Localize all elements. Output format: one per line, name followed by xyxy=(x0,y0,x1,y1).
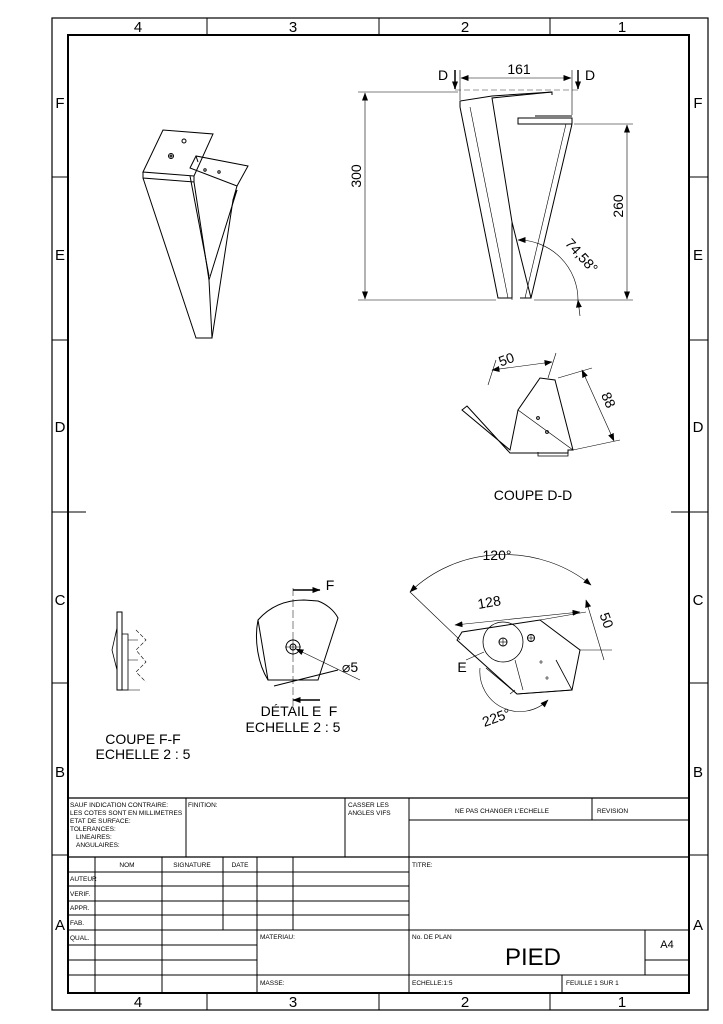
dim-angle-225: 225° xyxy=(480,705,513,730)
row-label-a-right: A xyxy=(693,917,703,934)
section-ff-labels: COUPE F-F ECHELLE 2 : 5 xyxy=(96,731,191,762)
mass-label: MASSE: xyxy=(260,980,285,987)
section-mark-f-top: F xyxy=(326,577,335,593)
dim-angle-120: 120° xyxy=(483,547,512,563)
row-label-c-right: C xyxy=(693,592,704,609)
note-line-3: ETAT DE SURFACE: xyxy=(70,818,131,825)
col-label-1-bottom: 1 xyxy=(618,994,626,1011)
finish-label: FINITION: xyxy=(188,802,218,809)
format-label: A4 xyxy=(660,939,673,951)
note-line-1: SAUF INDICATION CONTRAIRE: xyxy=(70,802,168,809)
row-label-a-left: A xyxy=(55,917,65,934)
col-label-4-bottom: 4 xyxy=(134,994,142,1011)
dim-height-260: 260 xyxy=(610,194,626,218)
section-mark-d-right: D xyxy=(585,67,595,83)
col-label-2-top: 2 xyxy=(461,19,469,36)
section-ff-view xyxy=(111,611,147,691)
col-signature: SIGNATURE xyxy=(173,862,211,869)
section-mark-d-left: D xyxy=(438,67,448,83)
isometric-view xyxy=(142,129,249,339)
note-line-4: TOLERANCES: xyxy=(70,826,116,833)
front-view xyxy=(358,70,633,317)
note-line-5: LINEAIRES: xyxy=(76,834,112,841)
section-dd-view xyxy=(461,352,621,457)
section-mark-f-bottom: F xyxy=(329,703,338,719)
col-label-3-bottom: 3 xyxy=(289,994,297,1011)
scale-note: NE PAS CHANGER L'ECHELLE xyxy=(455,808,550,815)
section-dd-title: COUPE D-D xyxy=(494,487,573,503)
edges-label-2: ANGLES VIFS xyxy=(348,810,391,817)
section-dd-labels: 50 88 COUPE D-D xyxy=(494,349,619,503)
row-label-b-left: B xyxy=(55,764,65,781)
row-label-b-right: B xyxy=(693,764,703,781)
role-appr: APPR. xyxy=(70,905,90,912)
detail-mark-e: E xyxy=(457,659,466,675)
sheet-label: FEUILLE 1 SUR 1 xyxy=(566,980,619,987)
part-title: PIED xyxy=(505,944,561,971)
dim-width-161: 161 xyxy=(507,61,531,77)
edges-label-1: CASSER LES xyxy=(348,802,389,809)
dim-width-50: 50 xyxy=(597,610,617,630)
dim-height-300: 300 xyxy=(348,164,364,188)
col-label-2-bottom: 2 xyxy=(461,994,469,1011)
section-ff-title: COUPE F-F xyxy=(105,731,180,747)
row-label-f-left: F xyxy=(55,95,64,112)
dim-section-50: 50 xyxy=(496,349,516,369)
section-ff-scale: ECHELLE 2 : 5 xyxy=(96,746,191,762)
detail-e-labels: F ⌀5 DÉTAIL E F ECHELLE 2 : 5 xyxy=(246,577,359,735)
role-fab: FAB. xyxy=(70,920,84,927)
material-label: MATERIAU: xyxy=(260,934,295,941)
note-line-6: ANGULAIRES: xyxy=(76,842,120,849)
dim-diameter-5: ⌀5 xyxy=(342,659,358,675)
top-view-labels: 120° 128 50 225° E xyxy=(457,547,617,730)
role-qual: QUAL. xyxy=(70,935,90,942)
col-nom: NOM xyxy=(119,862,134,869)
row-label-f-right: F xyxy=(693,95,702,112)
title-block-grid xyxy=(68,797,689,993)
top-view xyxy=(409,554,612,712)
col-label-3-top: 3 xyxy=(289,19,297,36)
drawing-frame xyxy=(51,17,709,1011)
col-label-4-top: 4 xyxy=(134,19,142,36)
role-verif: VERIF. xyxy=(70,891,90,898)
detail-e-view xyxy=(255,587,361,710)
row-label-c-left: C xyxy=(55,592,66,609)
title-block-text: SAUF INDICATION CONTRAIRE: LES COTES SON… xyxy=(70,802,674,987)
row-label-d-left: D xyxy=(55,419,66,436)
title-label: TITRE: xyxy=(412,862,433,869)
col-label-1-top: 1 xyxy=(618,19,626,36)
dim-length-128: 128 xyxy=(476,592,502,612)
row-label-e-left: E xyxy=(55,247,65,264)
zone-labels: 4 3 2 1 4 3 2 1 F E D C B A F E D C B A xyxy=(55,19,704,1011)
detail-e-title: DÉTAIL E xyxy=(261,703,322,719)
scale-label: ECHELLE:1:5 xyxy=(412,980,453,987)
detail-e-scale: ECHELLE 2 : 5 xyxy=(246,719,341,735)
dim-section-88: 88 xyxy=(598,390,619,411)
col-date: DATE xyxy=(232,862,250,869)
role-auteur: AUTEUR xyxy=(70,876,97,883)
row-label-e-right: E xyxy=(693,247,703,264)
drawing-no-label: No. DE PLAN xyxy=(412,934,452,941)
note-line-2: LES COTES SONT EN MILLIMETRES xyxy=(70,810,183,817)
dim-angle-74-58: 74,58° xyxy=(562,235,601,276)
row-label-d-right: D xyxy=(693,419,704,436)
revision-label: REVISION xyxy=(597,808,628,815)
